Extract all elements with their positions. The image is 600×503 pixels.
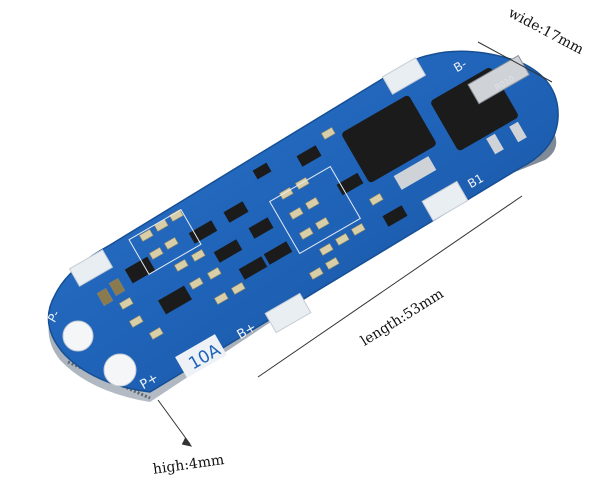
dimension-lines <box>157 41 553 447</box>
label-b1: B1 <box>465 171 486 191</box>
silkscreen-outlines <box>128 165 361 276</box>
pad-b-minus <box>381 57 427 95</box>
terminal-pads <box>62 320 137 387</box>
current-rating-box <box>175 334 227 378</box>
label-b-minus: B- <box>451 57 469 75</box>
pad-b1 <box>264 292 312 334</box>
wide-dimension-line <box>477 41 553 83</box>
high-arrowhead <box>181 437 193 447</box>
high-dimension-line <box>157 399 191 445</box>
solder-pads <box>68 57 469 334</box>
pad-b2 <box>421 180 469 222</box>
mosfet-large-2 <box>342 95 437 190</box>
pad-p-plus <box>103 353 137 387</box>
length-dimension-line <box>257 195 523 378</box>
smd-components <box>96 126 384 340</box>
pad-p-minus <box>62 320 94 352</box>
pad-b-plus <box>68 249 114 287</box>
ic-chips <box>124 145 408 315</box>
mosfet-large-1 <box>431 54 530 155</box>
